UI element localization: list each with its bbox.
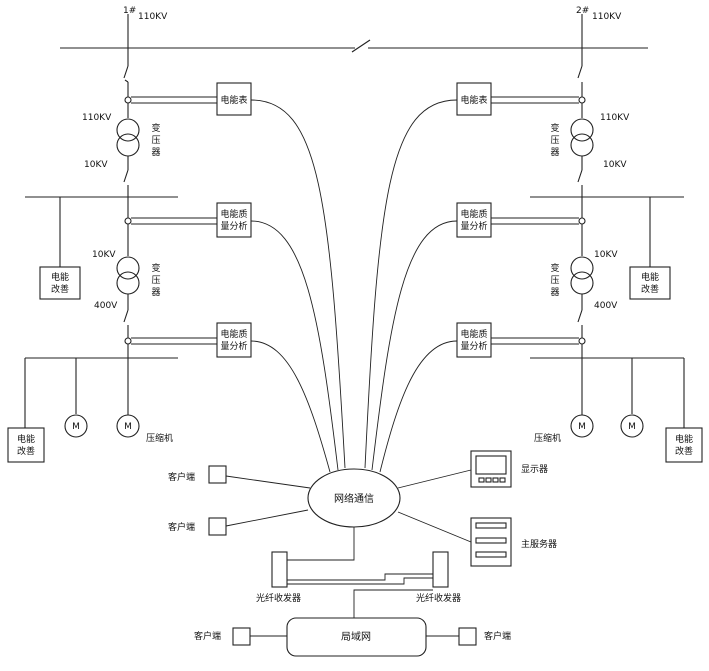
display-label: 显示器 bbox=[521, 464, 548, 475]
client-2: 客户端 bbox=[168, 517, 227, 536]
right-improve-lower-label: 电能改善 bbox=[675, 433, 693, 457]
client-1: 客户端 bbox=[168, 465, 227, 484]
right-motor-2: M bbox=[620, 414, 644, 438]
left-analyzer-lower: 电能质量分析 bbox=[216, 322, 252, 358]
incoming-left-voltage: 110KV bbox=[138, 12, 168, 22]
fiber-transceiver-1: 光纤收发器 bbox=[256, 551, 301, 604]
right-transformer-bottom-hv: 10KV bbox=[594, 250, 618, 260]
left-improve-lower-box: 电能改善 bbox=[7, 427, 45, 463]
right-meter-box: 电能表 bbox=[456, 82, 492, 116]
right-compressor-label: 压缩机 bbox=[534, 432, 561, 444]
right-transformer-top-label: 变压器 bbox=[550, 122, 559, 158]
right-improve-upper-label: 电能改善 bbox=[641, 271, 659, 295]
left-transformer-top-lv: 10KV bbox=[84, 160, 108, 170]
right-meter-label: 电能表 bbox=[460, 94, 487, 106]
lan-client-left-label: 客户端 bbox=[194, 630, 221, 642]
network-hub-label: 网络通信 bbox=[334, 492, 374, 505]
right-motor-1-label: M bbox=[578, 422, 586, 432]
left-improve-lower-label: 电能改善 bbox=[17, 433, 35, 457]
fiber-1-label: 光纤收发器 bbox=[256, 592, 301, 604]
right-motor-2-label: M bbox=[628, 422, 636, 432]
main-server: 主服务器 bbox=[470, 517, 557, 567]
incoming-right-number: 2# bbox=[576, 6, 589, 16]
left-meter-box: 电能表 bbox=[216, 82, 252, 116]
left-motor-2-label: M bbox=[124, 422, 132, 432]
lan-client-left: 客户端 bbox=[194, 627, 251, 646]
lan-client-right: 客户端 bbox=[458, 627, 511, 646]
incoming-right-voltage: 110KV bbox=[592, 12, 622, 22]
right-analyzer-upper: 电能质量分析 bbox=[456, 202, 492, 238]
left-motor-1-label: M bbox=[72, 422, 80, 432]
left-transformer-top-hv: 110KV bbox=[82, 113, 112, 123]
lan-client-right-label: 客户端 bbox=[484, 630, 511, 642]
communication-lines bbox=[250, 99, 458, 473]
left-feeder bbox=[24, 65, 217, 428]
right-transformer-bottom-label: 变压器 bbox=[550, 262, 559, 298]
left-analyzer-upper-label: 电能质量分析 bbox=[220, 208, 247, 232]
right-feeder bbox=[491, 65, 685, 428]
client-2-label: 客户端 bbox=[168, 521, 195, 533]
right-transformer-top-hv: 110KV bbox=[600, 113, 630, 123]
left-compressor-label: 压缩机 bbox=[146, 432, 173, 444]
left-transformer-top-label: 变压器 bbox=[151, 122, 160, 158]
left-improve-upper-box: 电能改善 bbox=[39, 266, 81, 300]
network-links bbox=[225, 469, 472, 637]
left-meter-label: 电能表 bbox=[220, 94, 247, 106]
network-hub: 网络通信 bbox=[307, 468, 401, 528]
right-improve-upper-box: 电能改善 bbox=[629, 266, 671, 300]
left-analyzer-lower-label: 电能质量分析 bbox=[220, 328, 247, 352]
right-motor-1: M bbox=[570, 414, 594, 438]
left-motor-1: M bbox=[64, 414, 88, 438]
fiber-2-label: 光纤收发器 bbox=[416, 592, 461, 604]
left-transformer-bottom-lv: 400V bbox=[94, 301, 118, 311]
lan-label: 局域网 bbox=[341, 630, 371, 643]
incoming-left-number: 1# bbox=[123, 6, 136, 16]
left-motor-2: M bbox=[116, 414, 140, 438]
right-transformer-bottom-lv: 400V bbox=[594, 301, 618, 311]
left-transformer-bottom-label: 变压器 bbox=[151, 262, 160, 298]
lan-box: 局域网 bbox=[286, 617, 427, 657]
left-analyzer-upper: 电能质量分析 bbox=[216, 202, 252, 238]
incoming-lines bbox=[60, 14, 648, 66]
right-analyzer-upper-label: 电能质量分析 bbox=[460, 208, 487, 232]
right-improve-lower-box: 电能改善 bbox=[665, 427, 703, 463]
left-transformer-bottom-hv: 10KV bbox=[92, 250, 116, 260]
client-1-label: 客户端 bbox=[168, 471, 195, 483]
fiber-transceiver-2: 光纤收发器 bbox=[416, 551, 461, 604]
right-transformer-top-lv: 10KV bbox=[603, 160, 627, 170]
display-monitor: 显示器 bbox=[470, 450, 548, 488]
right-analyzer-lower: 电能质量分析 bbox=[456, 322, 492, 358]
left-improve-upper-label: 电能改善 bbox=[51, 271, 69, 295]
right-analyzer-lower-label: 电能质量分析 bbox=[460, 328, 487, 352]
server-label: 主服务器 bbox=[521, 538, 557, 550]
